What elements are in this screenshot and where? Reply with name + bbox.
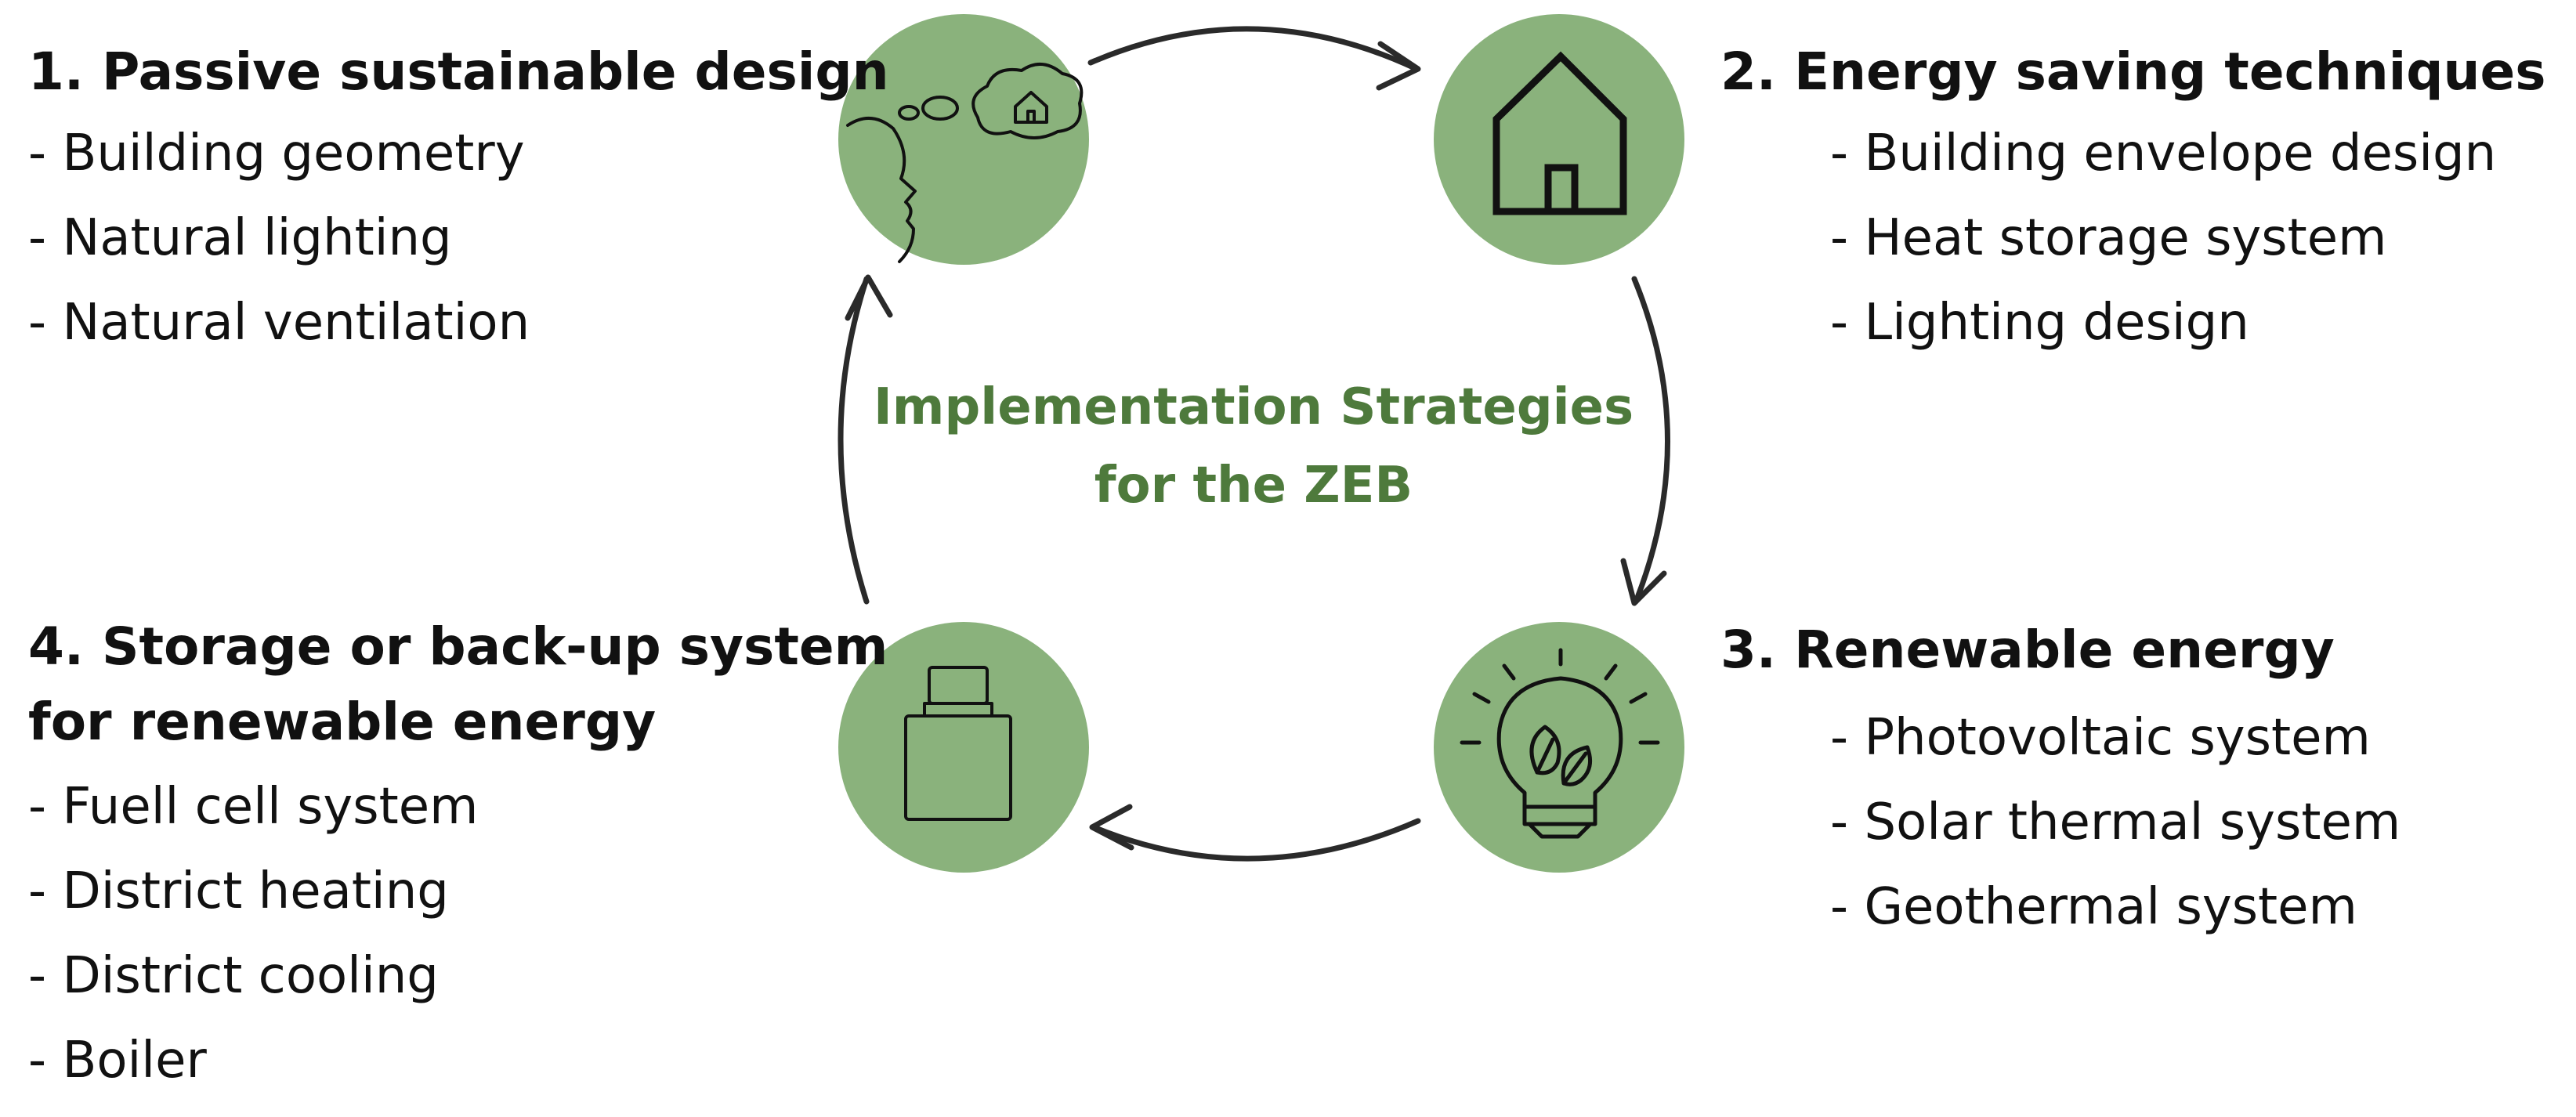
list-item: - Lighting design xyxy=(1830,294,2249,352)
step-2-heading: 2. Energy saving techniques xyxy=(1720,42,2546,102)
step-3-block: 3. Renewable energy - Photovoltaic syste… xyxy=(1720,613,2401,949)
lightbulb-leaves-icon xyxy=(1460,648,1660,839)
center-title: Implementation Strategies for the ZEB xyxy=(815,368,1692,525)
circle-1 xyxy=(838,14,1089,265)
list-item: - Fuell cell system xyxy=(28,778,479,836)
list-item: - Heat storage system xyxy=(1830,209,2387,267)
list-item: - Solar thermal system xyxy=(1830,793,2401,851)
battery-jar-icon xyxy=(904,666,1012,821)
arrow-3-to-4 xyxy=(1089,804,1421,862)
list-item: - Natural lighting xyxy=(28,209,452,267)
list-item: - Building envelope design xyxy=(1830,125,2497,183)
list-item: - Building geometry xyxy=(28,125,525,183)
arrow-4-to-1 xyxy=(838,274,893,605)
house-icon xyxy=(1492,51,1627,215)
step-2-block: 2. Energy saving techniques - Building e… xyxy=(1720,34,2546,365)
arrow-2-to-3 xyxy=(1620,276,1670,606)
center-title-line-2: for the ZEB xyxy=(1094,457,1413,515)
circle-2 xyxy=(1434,14,1684,265)
step-3-heading: 3. Renewable energy xyxy=(1720,620,2335,680)
list-item: - District heating xyxy=(28,862,449,920)
list-item: - Boiler xyxy=(28,1032,207,1090)
step-2-list: - Building envelope design - Heat storag… xyxy=(1830,111,2546,365)
list-item: - Geothermal system xyxy=(1830,878,2357,936)
step-4-block: 4. Storage or back-up system for renewab… xyxy=(28,609,888,1103)
list-item: - District cooling xyxy=(28,947,439,1005)
circle-3 xyxy=(1434,622,1684,873)
step-1-heading: 1. Passive sustainable design xyxy=(28,42,889,102)
step-1-block: 1. Passive sustainable design - Building… xyxy=(28,34,889,365)
step-3-list: - Photovoltaic system - Solar thermal sy… xyxy=(1830,696,2401,949)
step-1-list: - Building geometry - Natural lighting -… xyxy=(28,111,889,365)
center-title-line-1: Implementation Strategies xyxy=(873,378,1634,436)
list-item: - Photovoltaic system xyxy=(1830,709,2371,767)
circle-4 xyxy=(838,622,1089,873)
step-4-list: - Fuell cell system - District heating -… xyxy=(28,765,888,1103)
cycle-arrows xyxy=(838,26,1670,862)
list-item: - Natural ventilation xyxy=(28,294,530,352)
step-4-heading-line-2: for renewable energy xyxy=(28,692,657,752)
arrow-1-to-2 xyxy=(1087,26,1421,91)
thinking-head-house-icon xyxy=(846,63,1084,263)
step-4-heading-line-1: 4. Storage or back-up system xyxy=(28,616,888,677)
